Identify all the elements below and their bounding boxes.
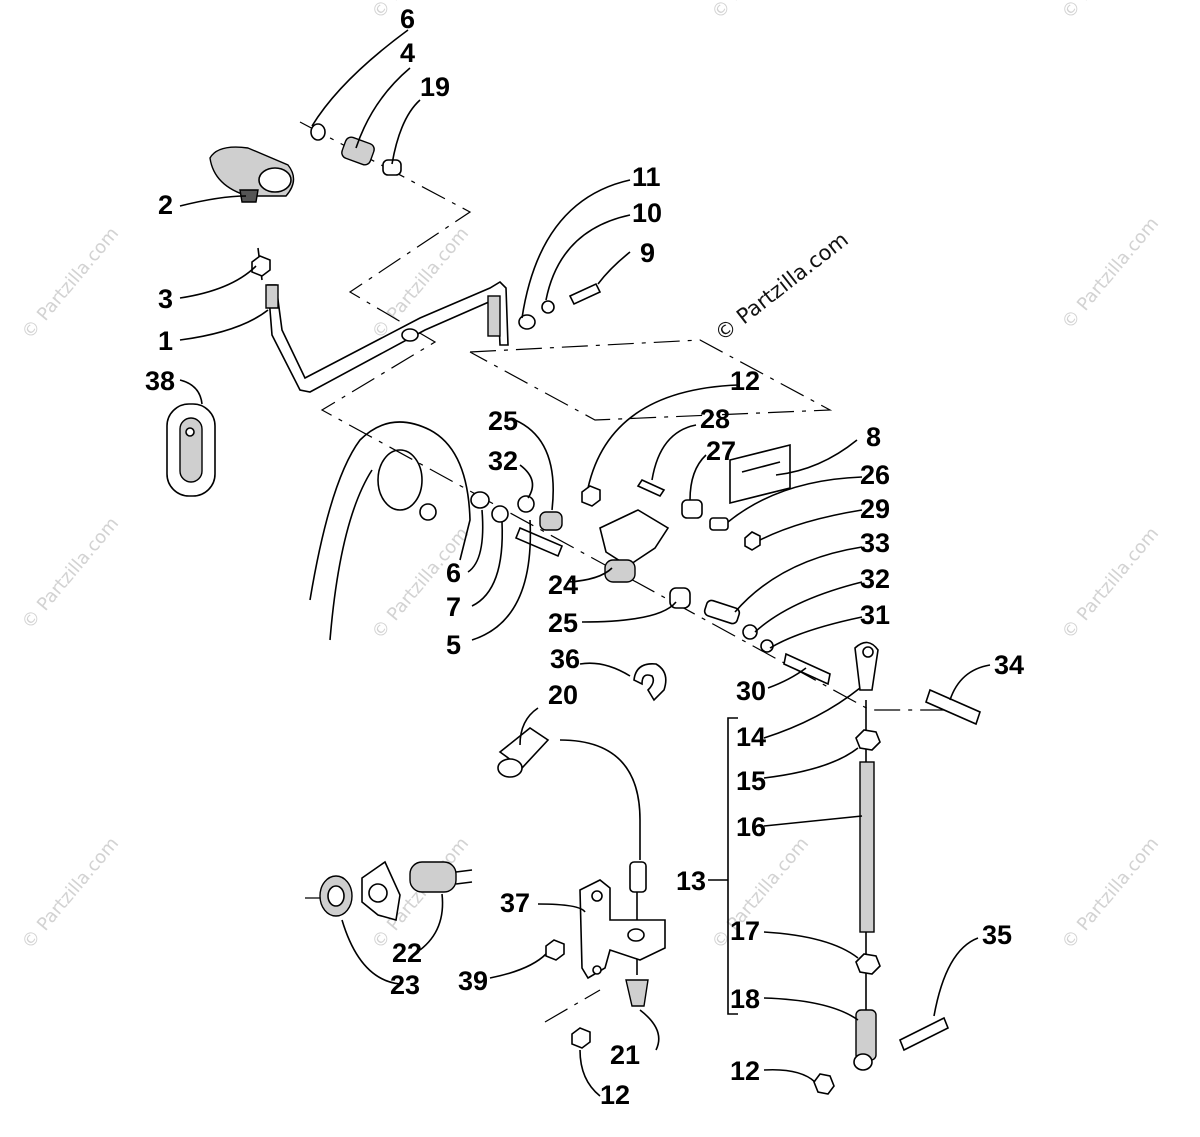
grommet-38 — [166, 403, 216, 497]
rod-assembly — [813, 641, 981, 1095]
watermark-tile: © Partzilla.com — [1058, 833, 1163, 953]
label-8: 8 — [866, 422, 881, 452]
label-9: 9 — [640, 238, 655, 268]
label-17: 17 — [730, 916, 760, 946]
label-3: 3 — [158, 284, 173, 314]
label-25-upper: 25 — [488, 406, 518, 436]
label-13: 13 — [676, 866, 706, 896]
label-5: 5 — [446, 630, 461, 660]
label-26: 26 — [860, 460, 890, 490]
label-21: 21 — [610, 1040, 640, 1070]
watermark-tile: © Partzilla.com — [18, 833, 123, 953]
label-28: 28 — [700, 404, 730, 434]
label-6: 6 — [400, 4, 415, 34]
label-32-lower: 32 — [860, 564, 890, 594]
label-12-right: 12 — [730, 1056, 760, 1086]
frame-sketch — [309, 421, 471, 641]
label-37: 37 — [500, 888, 530, 918]
label-2: 2 — [158, 190, 173, 220]
label-19: 19 — [420, 72, 450, 102]
label-12-upper: 12 — [730, 366, 760, 396]
washers-10-11 — [518, 282, 602, 330]
cable-20 — [497, 727, 647, 893]
shift-knob — [209, 146, 295, 203]
callout-numbers: 6 4 19 2 3 1 38 11 10 9 12 28 27 8 26 29… — [145, 4, 1024, 1110]
leader-lines — [179, 29, 991, 1097]
watermark-tile: © Partzilla.com — [1058, 213, 1163, 333]
label-4: 4 — [400, 38, 415, 68]
label-22: 22 — [392, 938, 422, 968]
label-39: 39 — [458, 966, 488, 996]
label-1: 1 — [158, 326, 173, 356]
label-24: 24 — [548, 570, 578, 600]
label-31: 31 — [860, 600, 890, 630]
top-bushings — [310, 123, 402, 176]
label-15: 15 — [736, 766, 766, 796]
switch-22-23 — [319, 860, 473, 922]
label-32-upper: 32 — [488, 446, 518, 476]
bracket-24 — [599, 509, 670, 583]
label-11: 11 — [632, 162, 661, 192]
watermark-tile: © Partzilla.com — [1058, 0, 1163, 23]
label-36: 36 — [550, 644, 580, 674]
label-7: 7 — [446, 592, 461, 622]
label-34: 34 — [994, 650, 1024, 680]
label-12-lower: 12 — [600, 1080, 630, 1110]
switch-bracket — [545, 879, 666, 1049]
upper-hardware — [581, 443, 791, 551]
pivot-stack — [470, 491, 564, 558]
watermark-tile: © Partzilla.com — [1058, 523, 1163, 643]
watermark-tile: © Partzilla.com — [18, 223, 123, 343]
label-29: 29 — [860, 494, 890, 524]
label-23: 23 — [390, 970, 420, 1000]
label-33: 33 — [860, 528, 890, 558]
lower-pivot — [669, 587, 831, 686]
nut-3 — [251, 255, 271, 277]
shift-lever — [265, 280, 509, 393]
label-30: 30 — [736, 676, 766, 706]
watermark-main: © Partzilla.com — [710, 227, 852, 346]
label-35: 35 — [982, 920, 1012, 950]
label-16: 16 — [736, 812, 766, 842]
label-20: 20 — [548, 680, 578, 710]
watermark-tile: © Partzilla.com — [368, 0, 473, 23]
watermark-tile: © Partzilla.com — [18, 513, 123, 633]
watermark-tile: © Partzilla.com — [708, 0, 813, 23]
label-18: 18 — [730, 984, 760, 1014]
clip-36 — [633, 663, 667, 702]
label-38: 38 — [145, 366, 175, 396]
label-25-lower: 25 — [548, 608, 578, 638]
label-10: 10 — [632, 198, 662, 228]
label-6-lower: 6 — [446, 558, 461, 588]
group-bracket-13 — [708, 717, 738, 1015]
label-27: 27 — [706, 436, 736, 466]
label-14: 14 — [736, 722, 766, 752]
